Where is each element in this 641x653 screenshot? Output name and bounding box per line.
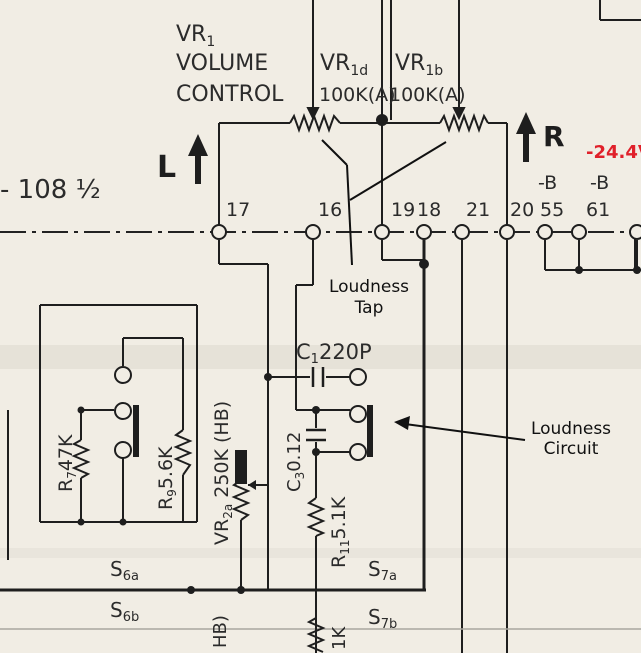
vr1b-value: 100K(A) <box>389 84 466 106</box>
vr1d-value: 100K(A) <box>319 84 396 106</box>
terminal-18 <box>416 224 432 240</box>
junction-dot <box>312 406 320 414</box>
terminal-21 <box>454 224 470 240</box>
paper-fold-band <box>0 345 641 369</box>
junction-dot <box>77 406 85 414</box>
loudness-circuit-annotation-line2: Circuit <box>544 439 599 459</box>
capacitor-c1 <box>311 367 325 387</box>
junction-dot <box>77 518 85 526</box>
resistor-bottom <box>306 617 326 653</box>
junction-dot <box>312 448 320 456</box>
b61-label: -B <box>590 172 609 194</box>
junction-dot <box>419 259 429 269</box>
junction-dot <box>237 586 245 594</box>
resistor-r9 <box>173 429 193 476</box>
node-16-label: 16 <box>318 199 342 221</box>
resistor-vr2a <box>231 479 251 521</box>
capacitor-c3 <box>306 428 326 442</box>
loudness-tap-leaders <box>321 139 447 266</box>
vr2a-label: VR2a 250K (HB) <box>211 401 235 545</box>
voltage-label: -24.4V <box>586 142 641 163</box>
left-channel-label: L <box>157 150 176 185</box>
b55-label: -B <box>538 172 557 194</box>
junction-dot <box>575 266 583 274</box>
r7-label: R747K <box>55 434 79 492</box>
r11-label: R115.1K <box>328 496 352 568</box>
arrow-left-channel <box>188 134 208 184</box>
terminal-55 <box>537 224 553 240</box>
paper-fold-band-lower <box>0 548 641 558</box>
volume-label: VOLUME <box>176 51 268 76</box>
terminal-16 <box>305 224 321 240</box>
potentiometer-vr1b <box>439 107 489 133</box>
arrow-right-channel <box>516 112 536 162</box>
junction-dot <box>633 266 641 274</box>
node-61-label: 61 <box>586 199 610 221</box>
resistor-r11 <box>306 497 326 537</box>
terminal-61 <box>571 224 587 240</box>
page-reference: - 108 ½ <box>0 175 101 205</box>
s6b-label: S6b <box>110 598 139 625</box>
switch-contacts <box>114 366 367 461</box>
s7a-label: S7a <box>368 557 397 584</box>
terminal-right <box>629 224 641 240</box>
junction-dot <box>264 373 272 381</box>
switch-s6-lever <box>133 405 139 457</box>
c3-label: C30.12 <box>284 432 307 492</box>
s6a-label: S6a <box>110 557 139 584</box>
potentiometer-vr1d <box>289 100 341 133</box>
vr1d-label: VR1d <box>320 51 368 79</box>
terminal-19 <box>374 224 390 240</box>
node-55-label: 55 <box>540 199 564 221</box>
loudness-tap-annotation-line2: Tap <box>354 298 384 318</box>
hb-bottom-label: HB) <box>210 615 231 648</box>
loudness-circuit-annotation-line1: Loudness <box>531 419 611 439</box>
loudness-circuit-arrowhead <box>394 416 410 430</box>
node-18-label: 18 <box>417 199 441 221</box>
junction-dot <box>187 586 195 594</box>
s7b-label: S7b <box>368 605 397 632</box>
switch-s7-lever <box>367 405 373 457</box>
loudness-tap-annotation-line1: Loudness <box>329 277 409 297</box>
vr1-label: VR1 <box>176 22 215 50</box>
loudness-circuit-leader <box>404 423 526 441</box>
control-label: CONTROL <box>176 82 284 107</box>
junction-dot <box>376 114 388 126</box>
terminal-20 <box>499 224 515 240</box>
vr1b-label: VR1b <box>395 51 443 79</box>
junction-dot <box>119 518 127 526</box>
r9-label: R95.6K <box>155 446 179 510</box>
node-20-label: 20 <box>510 199 534 221</box>
k-bottom-label: 1K <box>329 626 350 650</box>
right-channel-label: R <box>543 120 565 153</box>
resistor-r7 <box>71 439 91 479</box>
vr2a-wiper-arrow <box>248 480 256 490</box>
c1-label: C1220P <box>296 340 372 367</box>
terminal-17 <box>211 224 227 240</box>
node-19-label: 19 <box>391 199 415 221</box>
node-21-label: 21 <box>466 199 490 221</box>
vr2a-slider-body <box>235 450 247 484</box>
node-17-label: 17 <box>226 199 250 221</box>
board-terminals <box>211 224 641 240</box>
